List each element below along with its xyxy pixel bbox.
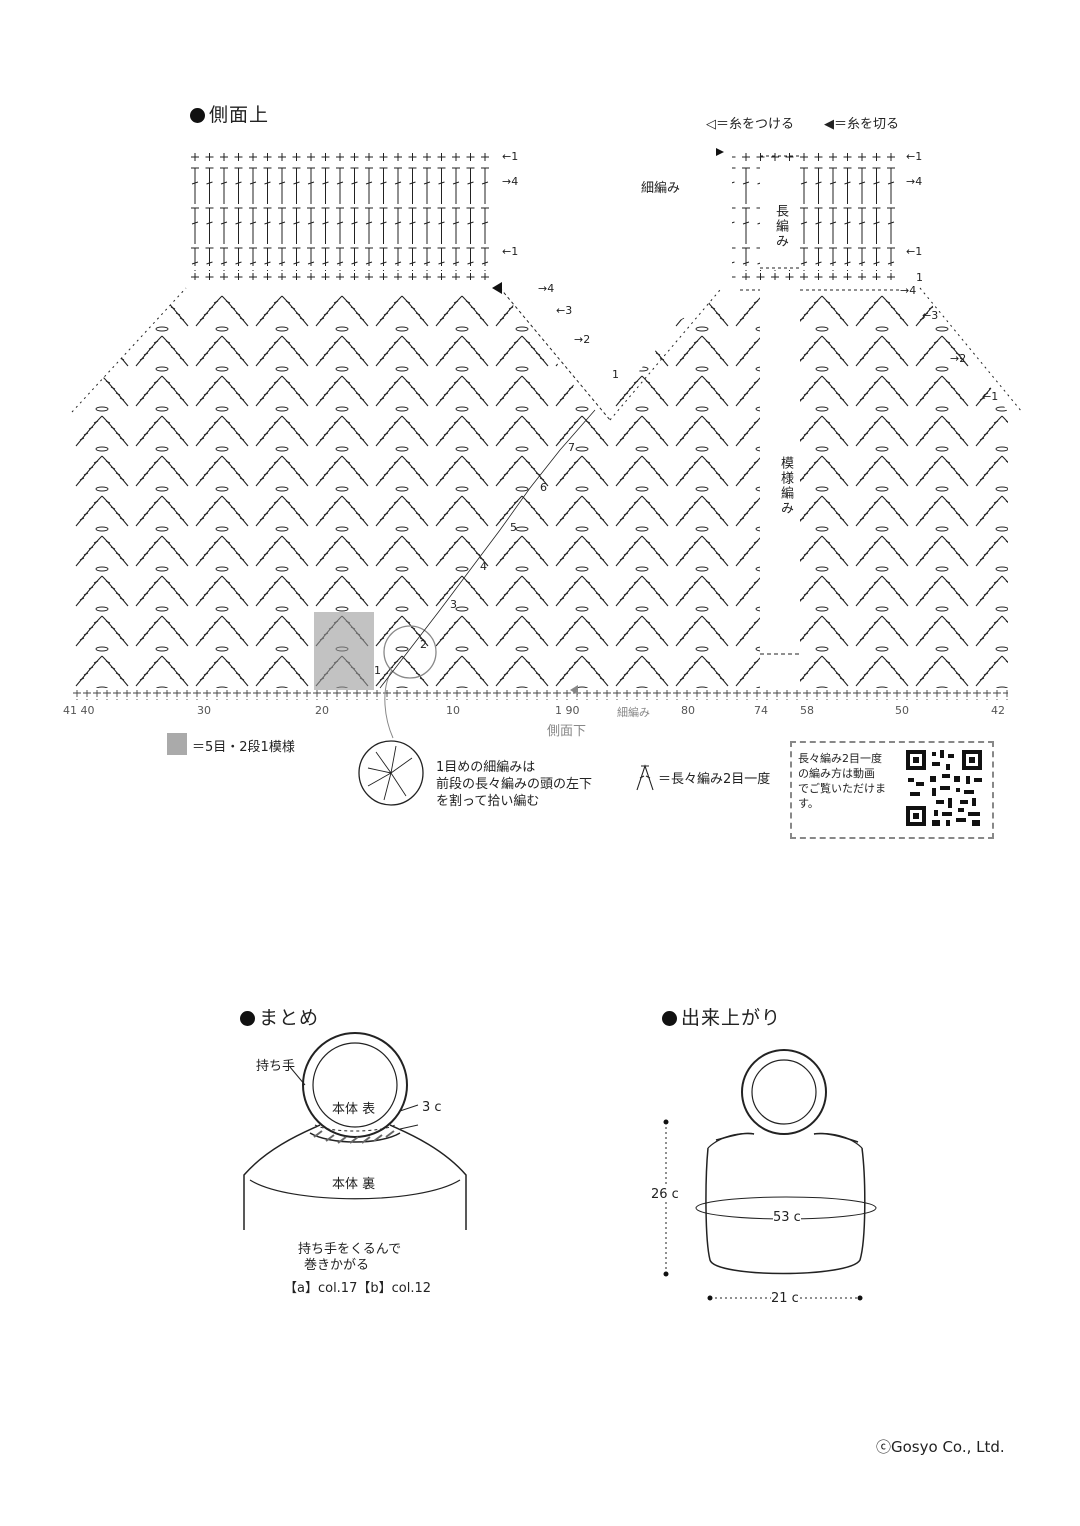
body-front-label: 本体 表 — [332, 1102, 376, 1117]
row-label-left-1: ←1 — [502, 150, 519, 163]
qr-note-line4: す。 — [798, 797, 819, 810]
side-upper-title: 側面上 — [190, 100, 269, 127]
tr2tog-icon — [636, 764, 654, 791]
bottom-sc-row — [72, 690, 1008, 700]
legend-cut-yarn: ◀＝糸を切る — [824, 117, 899, 132]
row-label-right-1b: ←1 — [906, 245, 923, 258]
body-back-label: 本体 裏 — [332, 1177, 376, 1192]
label-double-crochet: 長編み — [770, 200, 791, 253]
row-label-right-4: →4 — [906, 175, 923, 188]
axis-1-90: 1 90 — [555, 704, 580, 717]
qr-video-box — [790, 741, 994, 839]
size-3c: 3 c — [422, 1100, 442, 1115]
axis-74: 74 — [754, 704, 768, 717]
axis-58: 58 — [800, 704, 814, 717]
legend-tr2tog: ＝長々編み2目一度 — [658, 772, 771, 787]
bottom-sc-label: 細編み — [617, 706, 650, 719]
step-6: 6 — [540, 481, 547, 494]
finished-title-text: 出来上がり — [681, 1007, 782, 1029]
row-arrow-1a: 1 — [612, 368, 619, 381]
row-arrow-1b: ←1 — [982, 390, 999, 403]
finished-title: 出来上がり — [662, 1003, 781, 1030]
note-first-sc-line3: を割って拾い編む — [436, 794, 540, 809]
row-arrow-3a: ←3 — [556, 304, 573, 317]
handle-label: 持ち手 — [256, 1059, 296, 1074]
finishing-diagram — [243, 1032, 467, 1230]
note-first-sc-line1: 1目めの細編みは — [436, 760, 536, 775]
upper-left-dc-rows — [188, 166, 494, 266]
step-3: 3 — [450, 598, 457, 611]
row-arrow-2b: →2 — [950, 352, 967, 365]
row-label-right-1: ←1 — [906, 150, 923, 163]
stitch-chart — [71, 148, 1023, 739]
row-label-left-1b: ←1 — [502, 245, 519, 258]
instruction-line2: 巻きかがる — [304, 1258, 370, 1273]
axis-42: 42 — [991, 704, 1005, 717]
color-codes: 【a】col.17【b】col.12 — [284, 1281, 431, 1296]
bullet-icon — [240, 1011, 255, 1026]
repeat-unit-highlight — [314, 612, 374, 690]
side-lower-label: 側面下 — [547, 724, 587, 739]
label-pattern-stitch: 模様編み — [775, 452, 796, 520]
height-label: 26 c — [651, 1187, 679, 1202]
instruction-line1: 持ち手をくるんで — [298, 1242, 402, 1257]
step-4: 4 — [480, 560, 487, 573]
row-arrow-2a: →2 — [574, 333, 591, 346]
step-1: 1 — [374, 664, 381, 677]
label-single-crochet: 細編み — [641, 181, 681, 196]
bullet-icon — [662, 1011, 677, 1026]
row-arrow-3b: ←3 — [922, 309, 939, 322]
axis-41-40: 41 40 — [63, 704, 95, 717]
step-5: 5 — [510, 521, 517, 534]
legend-attach-yarn: ◁＝糸をつける — [706, 117, 794, 132]
upper-right-sc-row-bottom — [732, 270, 900, 280]
side-upper-title-text: 側面上 — [209, 104, 270, 126]
upper-right-dc-rows — [732, 166, 900, 266]
upper-left-sc-row-bottom — [188, 270, 494, 280]
qr-note-line2: の編み方は動画 — [798, 767, 875, 780]
step-2: 2 — [420, 638, 427, 651]
row-arrow-4a: →4 — [538, 282, 555, 295]
finished-bag-diagram — [663, 1049, 877, 1301]
legend-repeat-text: ＝5目・2段1模様 — [192, 740, 295, 755]
row-label-mid-1: 1 — [916, 271, 923, 284]
qr-code-icon[interactable] — [904, 748, 984, 828]
upper-right-sc-row — [732, 152, 900, 162]
upper-left-sc-row — [188, 152, 494, 162]
row-arrow-4b: →4 — [900, 284, 917, 297]
axis-30: 30 — [197, 704, 211, 717]
step-7: 7 — [568, 441, 575, 454]
row-label-left-4: →4 — [502, 175, 519, 188]
finishing-title-text: まとめ — [259, 1007, 320, 1029]
axis-10: 10 — [446, 704, 460, 717]
axis-20: 20 — [315, 704, 329, 717]
circumference-label: 53 c — [773, 1210, 801, 1225]
finishing-title: まとめ — [240, 1003, 319, 1030]
axis-50: 50 — [895, 704, 909, 717]
legend-repeat-swatch — [167, 733, 187, 755]
copyright: ⓒGosyo Co., Ltd. — [876, 1438, 1005, 1456]
axis-80: 80 — [681, 704, 695, 717]
pattern-right — [800, 292, 1008, 688]
detail-circle — [383, 625, 437, 679]
width-label: 21 c — [771, 1291, 799, 1306]
qr-note-line1: 長々編み2目一度 — [798, 752, 882, 765]
detail-circle-large — [358, 740, 424, 806]
note-first-sc-line2: 前段の長々編みの頭の左下 — [436, 777, 593, 792]
qr-note-line3: でご覧いただけま — [798, 782, 886, 795]
bullet-icon — [190, 108, 205, 123]
